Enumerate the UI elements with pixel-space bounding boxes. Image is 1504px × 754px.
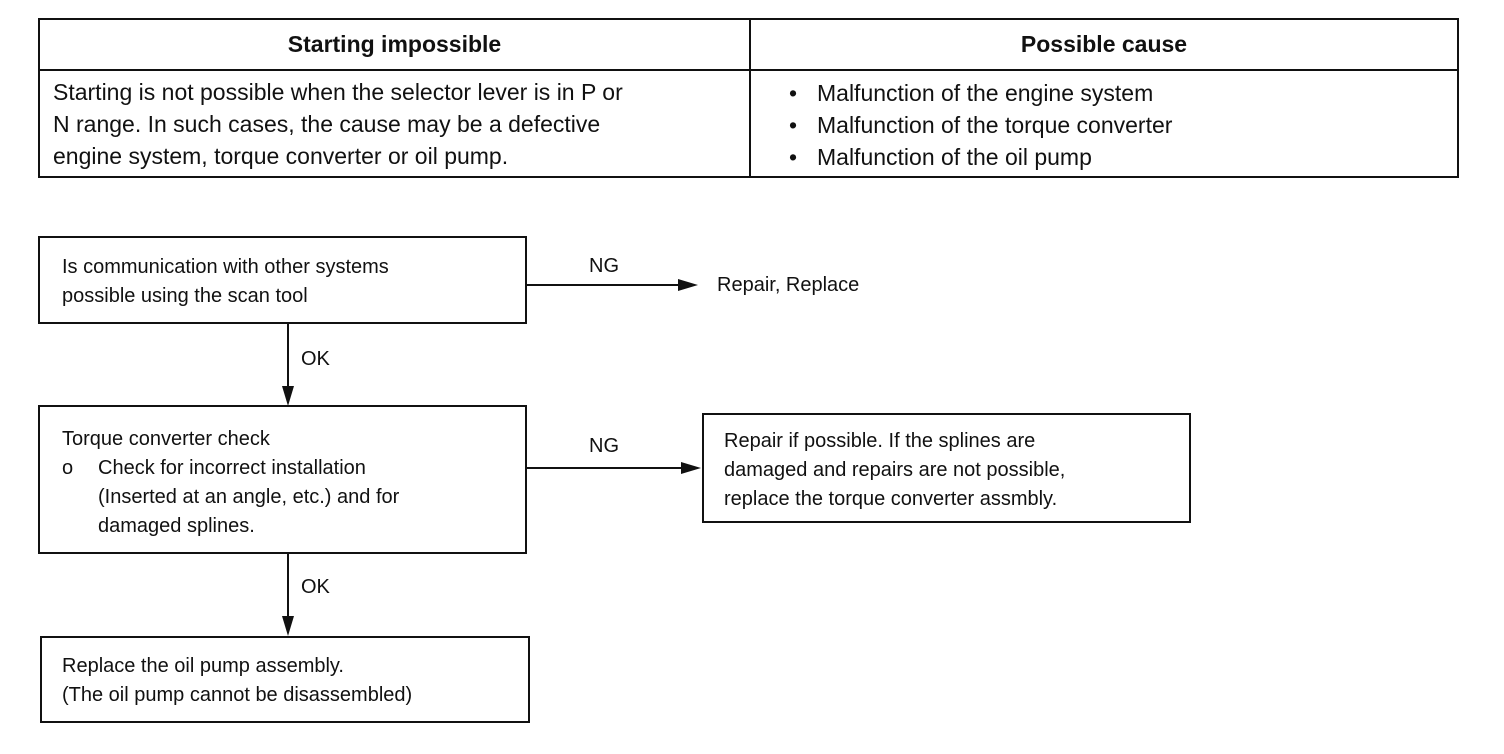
table-header-divider — [40, 69, 1457, 71]
step1-line: Is communication with other systems — [62, 256, 389, 278]
arrow-down-icon — [282, 616, 294, 636]
step1-line: possible using the scan tool — [62, 285, 308, 307]
cause-item: • Malfunction of the torque converter — [789, 109, 1172, 141]
step2-ok-label: OK — [301, 576, 330, 598]
ng-result-line: Repair if possible. If the splines are — [724, 430, 1036, 452]
bullet-icon: • — [789, 80, 798, 106]
step2-ng-connector — [527, 467, 683, 469]
bullet-icon: • — [789, 144, 798, 170]
header-possible-cause: Possible cause — [1020, 31, 1188, 57]
step2-check-line: damaged splines. — [98, 515, 255, 537]
step1-ng-label: NG — [589, 255, 619, 277]
step1-ng-connector — [527, 284, 683, 286]
cause-text: Malfunction of the torque converter — [817, 112, 1173, 138]
step3-box: Replace the oil pump assembly. (The oil … — [40, 636, 530, 723]
cause-item: • Malfunction of the oil pump — [789, 141, 1172, 173]
step3-line: Replace the oil pump assembly. — [62, 655, 344, 677]
table-column-divider — [749, 20, 751, 176]
arrow-right-icon — [678, 279, 698, 291]
arrow-right-icon — [681, 462, 701, 474]
step1-ok-connector — [287, 324, 289, 388]
cause-item: • Malfunction of the engine system — [789, 77, 1172, 109]
step1-box: Is communication with other systems poss… — [38, 236, 527, 324]
symptom-table: Starting impossible Possible cause Start… — [38, 18, 1459, 178]
step2-ok-connector — [287, 554, 289, 618]
step2-title: Torque converter check — [62, 428, 270, 450]
step2-check-line: o Check for incorrect installation — [62, 454, 399, 483]
ng-result-line: replace the torque converter assmbly. — [724, 488, 1058, 510]
header-starting-impossible: Starting impossible — [287, 31, 502, 57]
arrow-down-icon — [282, 386, 294, 406]
description-line: engine system, torque converter or oil p… — [53, 143, 509, 169]
step1-ng-result: Repair, Replace — [717, 274, 860, 296]
step3-line: (The oil pump cannot be disassembled) — [62, 684, 413, 706]
step2-box: Torque converter check o Check for incorr… — [38, 405, 527, 554]
ng-result-line: damaged and repairs are not possible, — [724, 459, 1066, 481]
step2-ng-result-box: Repair if possible. If the splines are d… — [702, 413, 1191, 523]
step2-ng-label: NG — [589, 435, 619, 457]
step2-check-text: Check for incorrect installation — [98, 457, 366, 479]
cause-list: • Malfunction of the engine system • Malfu… — [789, 77, 1172, 173]
cause-text: Malfunction of the engine system — [817, 80, 1154, 106]
description-line: Starting is not possible when the select… — [53, 79, 623, 105]
symptom-description: Starting is not possible when the select… — [53, 76, 743, 172]
description-line: N range. In such cases, the cause may be… — [53, 111, 601, 137]
step1-ok-label: OK — [301, 348, 330, 370]
cause-text: Malfunction of the oil pump — [817, 144, 1092, 170]
circle-bullet-icon: o — [62, 457, 74, 479]
bullet-icon: • — [789, 112, 798, 138]
step2-check-line: (Inserted at an angle, etc.) and for — [98, 486, 400, 508]
